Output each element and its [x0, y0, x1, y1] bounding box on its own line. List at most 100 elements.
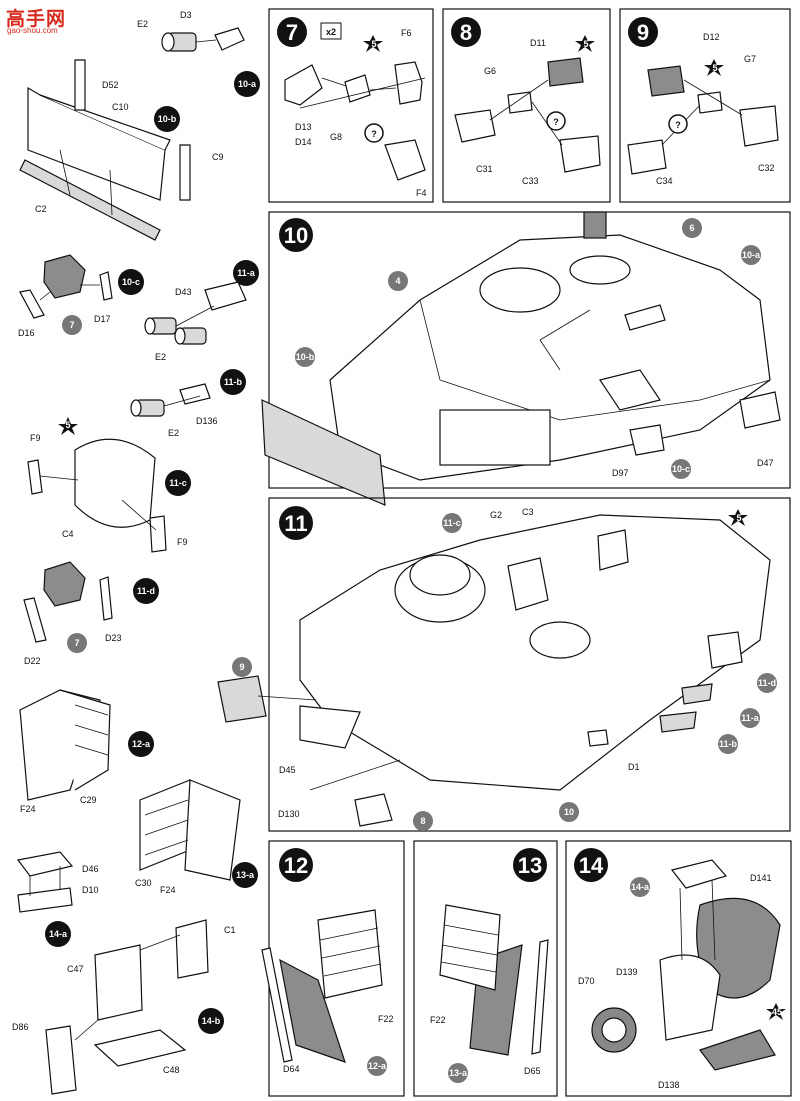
label-f24-b: F24 — [160, 885, 176, 895]
badge-11-b-step11: 11-b — [718, 734, 738, 754]
label-d141: D141 — [750, 873, 772, 883]
step-8-panel: 8 5 ? D11 G6 C31 C33 — [442, 8, 611, 203]
svg-text:?: ? — [553, 117, 559, 127]
label-d86: D86 — [12, 1022, 29, 1032]
step-10-panel: 10 4 6 10-a 10-b 10- — [261, 211, 791, 506]
svg-text:12-a: 12-a — [368, 1061, 387, 1071]
badge-11-c: 11-c — [165, 470, 191, 496]
ref-marker-9: 9 — [232, 657, 252, 677]
watermark-logo: 高手网 gao-shou.com — [4, 4, 78, 38]
label-d136: D136 — [196, 416, 218, 426]
label-c30: C30 — [135, 878, 152, 888]
label-c33: C33 — [522, 176, 539, 186]
svg-text:45: 45 — [772, 1007, 782, 1017]
badge-14-a-left: 14-a — [45, 921, 71, 947]
label-c3: C3 — [522, 507, 534, 517]
label-g6: G6 — [484, 66, 496, 76]
badge-12-a-step12: 12-a — [367, 1056, 387, 1076]
step-12-number: 12 — [284, 853, 308, 878]
label-c4: C4 — [62, 529, 74, 539]
ref-star-5-a — [58, 417, 78, 435]
label-f22: F22 — [378, 1014, 394, 1024]
label-f24: F24 — [20, 804, 36, 814]
label-d10: D10 — [82, 885, 99, 895]
ref-marker-4: 4 — [388, 271, 408, 291]
svg-text:10-c: 10-c — [122, 277, 140, 287]
label-d11: D11 — [530, 38, 546, 48]
svg-text:5: 5 — [712, 63, 717, 73]
ref-marker-6: 6 — [682, 218, 702, 238]
label-d97: D97 — [612, 468, 629, 478]
label-c2: C2 — [35, 204, 47, 214]
ref-marker-7-b: 7 — [67, 633, 87, 653]
watermark-site-name: 高手网 — [6, 8, 67, 30]
label-d23: D23 — [105, 633, 122, 643]
svg-text:7: 7 — [69, 320, 74, 330]
svg-text:14-b: 14-b — [202, 1016, 221, 1026]
label-d47: D47 — [757, 458, 774, 468]
label-f6: F6 — [401, 28, 412, 38]
part-11-c-cupola-sleeve — [27, 438, 167, 553]
badge-10-c: 10-c — [118, 269, 144, 295]
quantity-x2: x2 — [326, 27, 336, 37]
svg-text:13-a: 13-a — [449, 1068, 468, 1078]
label-d12: D12 — [703, 32, 720, 42]
badge-11-d: 11-d — [133, 578, 159, 604]
svg-text:?: ? — [675, 120, 681, 130]
svg-text:11-d: 11-d — [758, 678, 776, 688]
badge-11-c-step11: 11-c — [442, 513, 462, 533]
label-d17: D17 — [94, 314, 111, 324]
badge-11-d-step11: 11-d — [757, 673, 777, 693]
svg-text:6: 6 — [689, 223, 694, 233]
step-13-panel: 13 13-a F22 D65 — [413, 840, 558, 1097]
svg-text:11-b: 11-b — [719, 739, 738, 749]
label-g7: G7 — [744, 54, 756, 64]
part-14-b-box — [45, 919, 209, 1095]
label-d64: D64 — [283, 1064, 300, 1074]
label-d22: D22 — [24, 656, 41, 666]
label-e2-c: E2 — [168, 428, 179, 438]
part-e2-cylinder — [161, 32, 197, 52]
svg-text:11-c: 11-c — [443, 518, 461, 528]
badge-14-a-step14: 14-a — [630, 877, 650, 897]
part-d3 — [214, 27, 245, 51]
badge-13-a: 13-a — [232, 862, 258, 888]
ref-marker-8: 8 — [413, 811, 433, 831]
badge-11-b: 11-b — [220, 369, 246, 395]
label-d43: D43 — [175, 287, 192, 297]
left-column: E2 D3 10-a D52 C10 C9 C2 10-b — [12, 10, 260, 1095]
label-c31: C31 — [476, 164, 493, 174]
svg-text:10-b: 10-b — [158, 114, 177, 124]
step-11-number: 11 — [284, 511, 307, 536]
svg-text:?: ? — [371, 129, 377, 139]
part-11-a-bracket — [144, 281, 247, 345]
svg-text:11-a: 11-a — [741, 713, 760, 723]
badge-11-a-step11: 11-a — [740, 708, 760, 728]
svg-text:8: 8 — [420, 816, 425, 826]
label-c32: C32 — [758, 163, 775, 173]
svg-text:7: 7 — [74, 638, 79, 648]
part-c10-bumper — [19, 59, 191, 241]
badge-10-a-step10: 10-a — [741, 245, 761, 265]
step-10-number: 10 — [284, 223, 308, 248]
ref-marker-10: 10 — [559, 802, 579, 822]
svg-text:14-a: 14-a — [49, 929, 68, 939]
label-f9-b: F9 — [177, 537, 188, 547]
watermark-url: gao-shou.com — [7, 26, 58, 35]
step-7-panel: 7 x2 5 ? F6 D13 D14 G8 F4 — [268, 8, 434, 203]
svg-text:10-a: 10-a — [742, 250, 761, 260]
badge-10-b-step10: 10-b — [295, 347, 315, 367]
svg-text:12-a: 12-a — [132, 739, 151, 749]
svg-text:5: 5 — [736, 513, 741, 523]
label-f9: F9 — [30, 433, 41, 443]
svg-text:5: 5 — [65, 420, 70, 430]
label-d138: D138 — [658, 1080, 680, 1090]
badge-10-c-step10: 10-c — [671, 459, 691, 479]
part-11-b — [130, 383, 211, 417]
label-d45: D45 — [279, 765, 296, 775]
badge-10-b: 10-b — [154, 106, 180, 132]
svg-text:11-c: 11-c — [169, 478, 187, 488]
label-d70: D70 — [578, 976, 595, 986]
svg-text:9: 9 — [239, 662, 244, 672]
